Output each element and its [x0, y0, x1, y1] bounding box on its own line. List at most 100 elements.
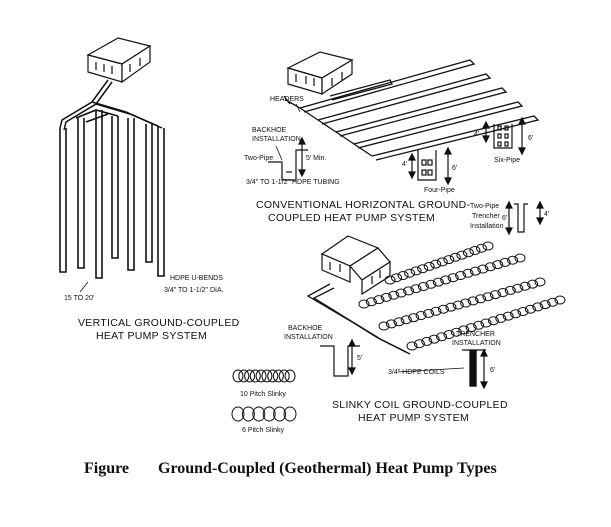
coil-loop: [410, 266, 422, 276]
horizontal-house: [286, 51, 354, 96]
horizontal-title-1: CONVENTIONAL HORIZONTAL GROUND-: [256, 199, 470, 211]
slinky-title-2: HEAT PUMP SYSTEM: [358, 412, 469, 424]
coil-loop: [415, 311, 427, 320]
two-pipe-label: Two-Pipe: [244, 155, 273, 162]
coil-loop: [462, 248, 474, 258]
slinky-backhoe-label-2: INSTALLATION: [284, 334, 333, 341]
coil-loop: [232, 369, 244, 383]
coil-loop: [510, 309, 522, 319]
coil-loop: [484, 262, 496, 272]
trencher-label-1: Two-Pipe: [470, 203, 499, 210]
slinky-title-1: SLINKY COIL GROUND-COUPLED: [332, 399, 508, 411]
horiz-backhoe-label-2: INSTALLATION: [252, 136, 301, 143]
slinky-trencher-label-2: INSTALLATION: [452, 340, 501, 347]
coil-loop: [238, 369, 250, 383]
coil-loop: [255, 369, 267, 383]
coil-loop: [261, 369, 273, 383]
horizontal-title-2: COUPLED HEAT PUMP SYSTEM: [268, 212, 435, 224]
coil-loop: [430, 306, 442, 316]
coil-loop: [469, 246, 481, 255]
coil-loop: [465, 323, 477, 333]
coil-loop: [456, 250, 468, 260]
coil-loop: [482, 292, 494, 302]
coil-loop: [283, 406, 297, 422]
four-pipe-trench: [408, 146, 452, 186]
coil-loop: [554, 295, 566, 305]
figure-caption-prefix: Figure: [84, 460, 129, 477]
headers-label: HEADERS: [270, 96, 304, 103]
coil-loop: [452, 300, 464, 310]
coil-loop: [539, 300, 551, 310]
vertical-ubends: [59, 109, 165, 279]
six-pipe-4ft: 4': [474, 131, 479, 138]
four-pipe-4ft: 4': [402, 161, 407, 168]
coil-loop: [262, 406, 276, 422]
slinky-row-4: [406, 295, 566, 351]
six-pitch-slinky-coil: [231, 406, 297, 422]
four-pipe-label: Four-Pipe: [424, 187, 455, 194]
coil-loop: [460, 298, 472, 308]
coil-loop: [358, 299, 370, 309]
coil-loop: [440, 275, 452, 285]
coil-loop: [231, 406, 245, 422]
two-pipe-trench: [268, 136, 308, 181]
four-pipe-6ft: 6': [452, 165, 457, 172]
coil-loop: [385, 319, 397, 329]
coil-loop: [432, 277, 444, 287]
coil-loop: [499, 257, 511, 267]
slinky-row-2: [358, 253, 526, 309]
trencher-6ft: 6': [502, 215, 507, 222]
coil-loop: [406, 341, 418, 351]
vertical-system: HDPE U-BENDS 3/4" TO 1-1/2" DIA. 15 TO 2…: [59, 37, 240, 342]
coil-loop: [417, 282, 429, 291]
coil-loop: [482, 241, 494, 251]
coil-loop: [437, 304, 449, 314]
coil-loop: [436, 257, 448, 267]
ten-pitch-loops: [232, 369, 296, 383]
vertical-title-1: VERTICAL GROUND-COUPLED: [78, 317, 240, 329]
ten-pitch-label: 10 Pitch Slinky: [240, 391, 286, 398]
coil-loop: [480, 318, 492, 328]
coil-loop: [507, 255, 519, 265]
ten-pitch-slinky-coil: [232, 369, 296, 383]
coil-loop: [273, 406, 287, 422]
coil-loop: [428, 334, 440, 344]
coil-loop: [393, 317, 405, 327]
coil-loop: [497, 288, 509, 297]
coil-loop: [450, 327, 462, 337]
vertical-depth-label: 15 TO 20': [64, 295, 94, 302]
six-pipe-label: Six-Pipe: [494, 157, 520, 164]
coil-loop: [477, 264, 489, 274]
headers-pointer: [295, 103, 301, 113]
slinky-row-1: [384, 241, 494, 285]
coil-loop: [449, 252, 461, 262]
slinky-backhoe-trench: [320, 338, 360, 377]
coil-loop: [489, 290, 501, 300]
coil-loop: [492, 260, 504, 270]
six-pitch-label: 6 Pitch Slinky: [242, 427, 285, 434]
slinky-5ft-label: 5': [357, 355, 362, 362]
coil-loop: [373, 295, 385, 305]
coil-loop: [467, 296, 479, 306]
coil-loop: [249, 369, 261, 383]
coil-loop: [447, 273, 459, 283]
coil-loop: [244, 369, 256, 383]
coil-loop: [403, 286, 415, 296]
tubing-label: 3/4" TO 1-1/2" HDPE TUBING: [246, 179, 340, 186]
coil-loop: [502, 311, 514, 321]
coil-loop: [241, 406, 255, 422]
coil-loop: [404, 268, 416, 278]
coil-loop: [397, 271, 409, 280]
six-pitch-loops: [231, 406, 297, 422]
horizontal-system: HEADERS BACKHOE INSTALLATION Two-Pipe 5'…: [244, 51, 549, 236]
coil-loop: [425, 279, 437, 289]
vertical-title-2: HEAT PUMP SYSTEM: [96, 330, 207, 342]
coil-loop: [423, 308, 435, 318]
slinky-coils-label: 3/4" HDPE COILS: [388, 369, 445, 376]
vertical-depth-pointer: [79, 281, 89, 293]
coil-loop: [413, 339, 425, 349]
coil-loop: [462, 268, 474, 278]
slinky-system: BACKHOE INSTALLATION 5' TRENCHER INSTALL…: [231, 235, 566, 434]
horiz-backhoe-label-1: BACKHOE: [252, 127, 287, 134]
